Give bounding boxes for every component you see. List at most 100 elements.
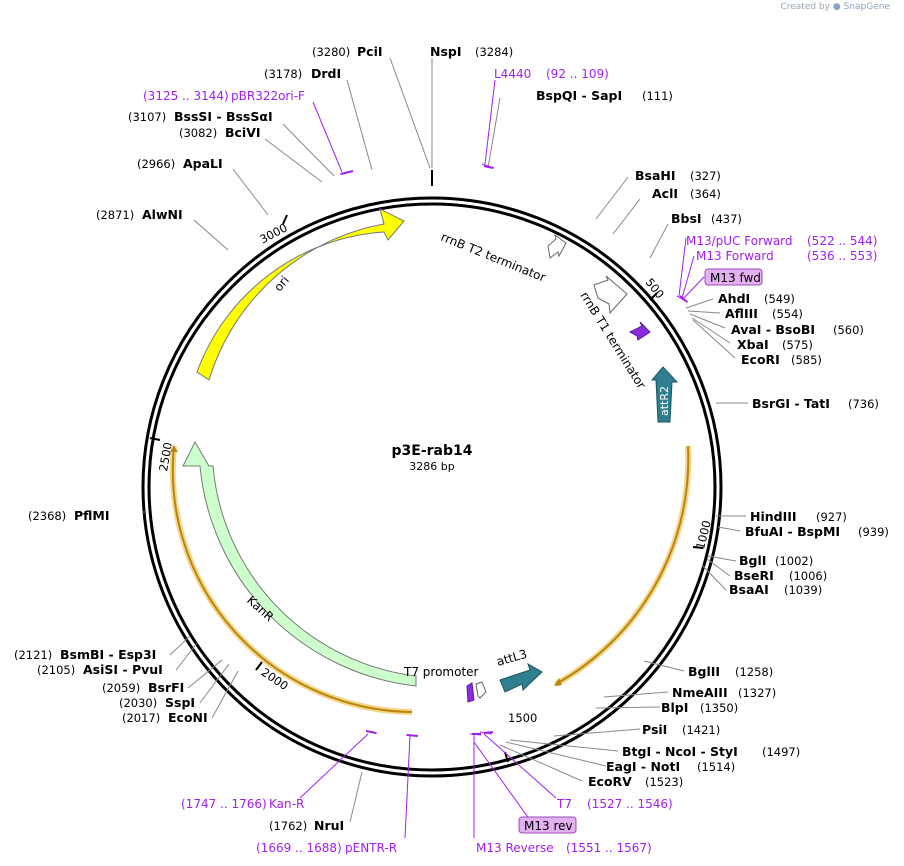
site-psii-pos: (1421) [682,723,720,737]
site-bsrfi-pos: (2059) [102,681,140,695]
site-asisi-name: AsiSI - PvuI [83,662,163,677]
site-bfuai-pos: (939) [858,525,889,539]
tag-m13-fwd[interactable]: M13 fwd [704,268,763,286]
site-acli[interactable]: AclI (364) [652,186,721,201]
site-bsssi-pos: (3107) [128,110,166,124]
site-eagi[interactable]: EagI - NotI (1514) [606,759,735,774]
site-nspi-pos: (3284) [475,45,513,59]
site-pflmi[interactable]: (2368) PflMI [28,508,110,523]
site-ahdi[interactable]: AhdI (549) [718,291,795,306]
site-bbsi-pos: (437) [711,212,742,226]
tag-m13-fwd-box [704,268,763,286]
tick-label-1500: 1500 [508,711,537,725]
backbone-inner [147,202,717,772]
site-psii[interactable]: PsiI (1421) [642,722,720,737]
site-bsrfi[interactable]: (2059) BsrFI [102,680,184,695]
kanr-arrow [182,440,417,687]
t7-promoter-feature[interactable]: T7 promoter [403,665,487,703]
site-blpi-pos: (1350) [700,701,738,715]
site-asisi-pos: (2105) [37,663,75,677]
primer-m13-puc-forward[interactable]: M13/pUC Forward (522 .. 544) [686,234,877,248]
primer-kan-r[interactable]: (1747 .. 1766) Kan-R [181,797,304,811]
t7-promoter-marker [466,682,475,703]
site-bsrgi[interactable]: BsrGI - TatI (736) [752,396,879,411]
site-bcivi[interactable]: (3082) BciVI [179,125,261,140]
site-bsaai-pos: (1039) [784,583,822,597]
site-apali-name: ApaLI [183,156,223,171]
site-bfuai[interactable]: BfuAI - BspMI (939) [745,524,889,539]
attl3-arrow [499,662,543,693]
attr2-feature[interactable]: attR2 [650,366,679,423]
site-ecori-name: EcoRI [741,352,780,367]
site-xbai[interactable]: XbaI (575) [737,337,813,352]
site-bglii[interactable]: BglII (1258) [688,664,773,679]
attl3-feature[interactable]: attL3 [495,647,543,693]
site-nmeaiii[interactable]: NmeAIII (1327) [672,685,776,700]
site-pflmi-pos: (2368) [28,509,66,523]
primer-ring-marks [340,165,688,737]
site-bglii-name: BglII [688,664,720,679]
primer-pbr322ori-f[interactable]: (3125 .. 3144) pBR322ori-F [143,89,305,103]
site-hindiii[interactable]: HindIII (927) [750,509,847,524]
site-bsrgi-name: BsrGI - TatI [752,396,830,411]
ori-feature[interactable]: ori [196,208,405,381]
orange-arc-right [555,445,690,685]
site-bsmbi[interactable]: (2121) BsmBI - Esp3I [14,647,156,662]
site-apali[interactable]: (2966) ApaLI [137,156,223,171]
tag-m13-rev[interactable]: M13 rev [518,816,577,834]
kanr-feature[interactable]: KanR [182,440,417,687]
site-sspi[interactable]: (2030) SspI [119,695,195,710]
orange-arc-left-head [170,446,178,452]
rrnb-t2-feature[interactable]: rrnB T2 terminator [439,230,567,285]
primer-m13-reverse[interactable]: M13 Reverse (1551 .. 1567) [476,841,652,855]
site-bseri-pos: (1006) [789,569,827,583]
tag-m13-fwd-label: M13 fwd [710,271,761,285]
site-drdi[interactable]: (3178) DrdI [264,66,341,81]
site-alwni[interactable]: (2871) AlwNI [96,207,183,222]
site-bspqi-name: BspQI - SapI [536,88,622,103]
site-bsssi[interactable]: (3107) BssSI - BssSαI [128,109,273,124]
primer-pentr-r[interactable]: (1669 .. 1688) pENTR-R [256,841,397,855]
site-afliii[interactable]: AflIII (554) [725,306,803,321]
orange-arc-left [171,445,413,713]
site-hindiii-pos: (927) [816,510,847,524]
site-pcii-name: PciI [357,44,383,59]
primer-t7[interactable]: T7 (1527 .. 1546) [556,797,673,811]
site-drdi-pos: (3178) [264,67,302,81]
site-ecorv[interactable]: EcoRV (1523) [588,774,683,789]
site-avai[interactable]: AvaI - BsoBI (560) [731,322,864,337]
site-bsaai[interactable]: BsaAI (1039) [729,582,822,597]
site-econi[interactable]: (2017) EcoNI [122,710,208,725]
site-bsssi-name: BssSI - BssSαI [174,109,273,124]
orange-arc-right-glow [554,445,692,687]
site-btgi[interactable]: BtgI - NcoI - StyI (1497) [622,744,800,759]
site-nrui[interactable]: (1762) NruI [269,818,344,833]
site-bseri-name: BseRI [734,568,774,583]
site-bbsi[interactable]: BbsI (437) [671,211,742,226]
site-bsahi[interactable]: BsaHI (327) [635,168,721,183]
primer-pentr-r-range: (1669 .. 1688) [256,841,342,855]
site-psii-name: PsiI [642,722,667,737]
site-pcii[interactable]: (3280) PciI [312,44,383,59]
site-bcivi-name: BciVI [225,125,261,140]
site-blpi[interactable]: BlpI (1350) [661,700,738,715]
site-bseri[interactable]: BseRI (1006) [734,568,827,583]
primer-m13-forward[interactable]: M13 Forward (536 .. 553) [696,249,877,263]
primer-m13-reverse-range: (1551 .. 1567) [566,841,652,855]
primer-l4440[interactable]: L4440 (92 .. 109) [494,67,609,81]
site-nspi-name: NspI [430,44,462,59]
site-acli-name: AclI [652,186,678,201]
site-ecori[interactable]: EcoRI (585) [741,352,822,367]
site-bspqi[interactable]: BspQI - SapI (111) [536,88,673,103]
site-nspi[interactable]: NspI (3284) [430,44,513,59]
primer-m13-puc-forward-name: M13/pUC Forward [686,234,793,248]
site-alwni-pos: (2871) [96,208,134,222]
site-eagi-pos: (1514) [697,760,735,774]
site-sspi-name: SspI [165,695,195,710]
site-bgli[interactable]: BglI (1002) [739,553,813,568]
primer-pbr322ori-f-name: pBR322ori-F [231,89,305,103]
site-bsaai-name: BsaAI [729,582,769,597]
site-ecorv-name: EcoRV [588,774,632,789]
site-asisi[interactable]: (2105) AsiSI - PvuI [37,662,163,677]
site-bbsi-name: BbsI [671,211,702,226]
